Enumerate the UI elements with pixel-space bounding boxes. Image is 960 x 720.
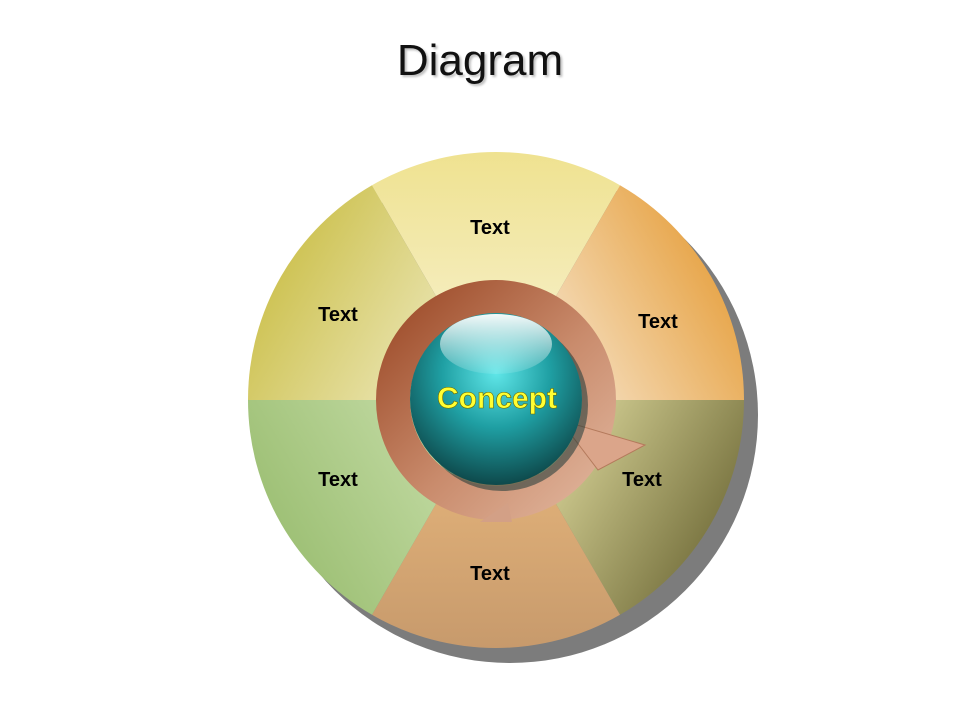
diagram-segment bbox=[372, 400, 620, 649]
cycle-arrow-tail bbox=[480, 503, 512, 522]
concept-label: Concept bbox=[437, 382, 557, 415]
concept-sphere bbox=[410, 313, 588, 491]
page-title: Diagram bbox=[396, 36, 564, 85]
segment-label: Text bbox=[470, 217, 510, 239]
diagram-segment bbox=[372, 151, 620, 400]
segment-label: Text bbox=[622, 469, 662, 491]
segment-label: Text bbox=[318, 469, 358, 491]
segment-label: Text bbox=[638, 311, 678, 333]
segment-label: Text bbox=[318, 304, 358, 326]
segment-label: Text bbox=[470, 563, 510, 585]
